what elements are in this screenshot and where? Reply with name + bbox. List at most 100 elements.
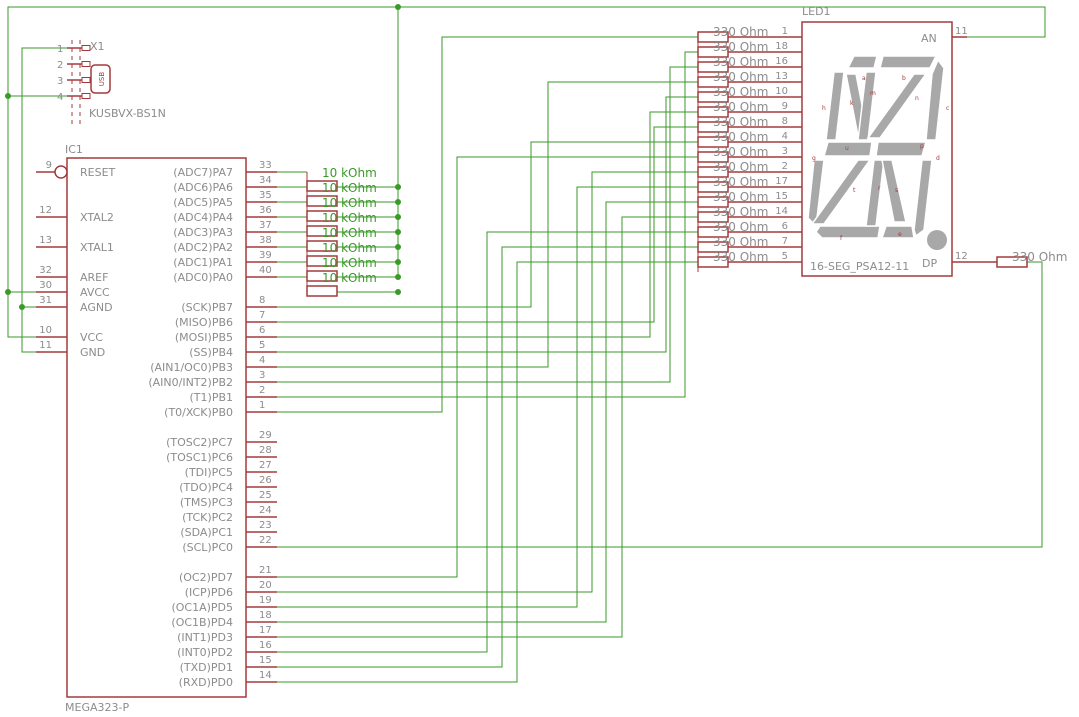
ic1-pin-number: 35	[259, 190, 272, 201]
signal-route	[277, 66, 698, 383]
ic1-pin-number: 26	[259, 475, 272, 486]
segment-c	[925, 58, 945, 141]
signal-route	[277, 126, 698, 323]
led1-pin-number: 17	[775, 176, 788, 187]
segment-t	[810, 159, 872, 225]
segment-resistor-label: 330 Ohm	[713, 145, 768, 159]
ic1-pin-label: (SS)PB4	[189, 346, 233, 359]
pullup-resistor-label: 10 kOhm	[322, 181, 377, 195]
segment-p	[875, 141, 927, 157]
segment-b	[879, 55, 938, 69]
ic1-pin-number: 21	[259, 565, 272, 576]
ic1-pin-number: 4	[259, 355, 265, 366]
ic1-pin-number: 28	[259, 445, 272, 456]
signal-route	[277, 81, 698, 368]
segment-letter: a	[862, 75, 866, 82]
ic1-pin-label: (T1)PB1	[190, 391, 233, 404]
ic1-pin-label: (OC2)PD7	[179, 571, 233, 584]
segment-resistor-label: 330 Ohm	[713, 100, 768, 114]
ic1-pin-number: 10	[39, 325, 52, 336]
ic1-body	[66, 157, 247, 698]
pullup-resistor-label: 10 kOhm	[322, 271, 377, 285]
ic1-pin-label: (ADC0)PA0	[173, 271, 233, 284]
ic1-pin-number: 39	[259, 250, 272, 261]
x1-pin-socket	[81, 77, 91, 83]
ic1-pin-number: 7	[259, 310, 265, 321]
ic1-pin-label: (MISO)PB6	[175, 316, 233, 329]
signal-route	[277, 141, 698, 308]
led1-pin-number: 2	[782, 161, 788, 172]
ic1-pin-label: (ADC4)PA4	[173, 211, 233, 224]
segment-letter: r	[878, 185, 881, 192]
junction	[395, 229, 401, 235]
ic1-pin-label: (SCL)PC0	[182, 541, 233, 554]
signal-route	[277, 231, 698, 653]
ic1-pin-number: 20	[259, 580, 272, 591]
ic1-pin-number: 24	[259, 505, 272, 516]
ic1-pin-number: 36	[259, 205, 272, 216]
ic1-pin-label: GND	[80, 346, 105, 359]
segment-letter: k	[850, 100, 854, 107]
segment-resistor-label: 330 Ohm	[713, 190, 768, 204]
segment-g	[807, 159, 825, 228]
ic1-pin-label: (ADC1)PA1	[173, 256, 233, 269]
segment-resistor-label: 330 Ohm	[713, 55, 768, 69]
ic1-pin-label: (ADC7)PA7	[173, 166, 233, 179]
led1-pin-number: 8	[782, 116, 788, 127]
signal-route	[277, 36, 698, 413]
ic1-pin-number: 13	[39, 235, 52, 246]
segment-letter: p	[920, 143, 924, 150]
ic1-pin-label: (OC1B)PD4	[171, 616, 233, 629]
segment-resistor-label: 330 Ohm	[713, 115, 768, 129]
junction	[395, 244, 401, 250]
segment-resistor-label: 330 Ohm	[713, 25, 768, 39]
segment-letter: e	[898, 231, 902, 238]
led1-pin-number: 13	[775, 71, 788, 82]
ic1-pin-number: 12	[39, 205, 52, 216]
segment-r	[865, 159, 885, 227]
ic1-pin-number: 5	[259, 340, 265, 351]
junction	[395, 214, 401, 220]
junction	[5, 93, 11, 99]
segment-n	[866, 73, 928, 139]
ic1-value: MEGA323-P	[65, 701, 129, 714]
ic1-pin-number: 30	[39, 280, 52, 291]
junction	[395, 274, 401, 280]
ic1-pin-label: XTAL2	[80, 211, 114, 224]
ic1-pin-label: (SDA)PC1	[180, 526, 233, 539]
dp-route	[277, 261, 1043, 548]
segment-letter: m	[870, 90, 876, 97]
segment-letter: h	[822, 105, 826, 112]
vcc-top-bus	[7, 6, 1046, 96]
segment-resistor-label: 330 Ohm	[713, 205, 768, 219]
segment-h	[825, 71, 845, 141]
ic1-pin-number: 37	[259, 220, 272, 231]
signal-route	[277, 171, 698, 593]
signal-route	[277, 261, 698, 683]
junction	[395, 184, 401, 190]
ic1-pin-label: RESET	[80, 166, 116, 179]
reset-inversion-bubble	[54, 165, 68, 179]
ic1-pin-number: 2	[259, 385, 265, 396]
segment-resistor-label: 330 Ohm	[713, 130, 768, 144]
x1-value: KUSBVX-BS1N	[89, 107, 166, 120]
led1-pin-number: 1	[782, 26, 788, 37]
pullup-resistor-label: 10 kOhm	[322, 226, 377, 240]
junction	[19, 304, 25, 310]
segment-resistor-label: 330 Ohm	[713, 70, 768, 84]
ic1-right-pins: 33(ADC7)PA734(ADC6)PA635(ADC5)PA536(ADC4…	[148, 160, 277, 689]
ic1-name: IC1	[65, 143, 83, 156]
pullup-resistor-label: 10 kOhm	[322, 241, 377, 255]
led1-segments	[807, 55, 945, 239]
ic1-pin-label: (TCK)PC2	[182, 511, 233, 524]
signal-route	[277, 246, 698, 668]
x1-pin-number: 4	[57, 92, 63, 103]
ic1-pin-number: 8	[259, 295, 265, 306]
ic1-pin-number: 29	[259, 430, 272, 441]
ic1-pin-label: (SCK)PB7	[181, 301, 233, 314]
ic1-pin-number: 16	[259, 640, 272, 651]
ic1-pin-label: AREF	[80, 271, 108, 284]
segment-resistor-label: 330 Ohm	[713, 250, 768, 264]
segment-resistor-label: 330 Ohm	[713, 220, 768, 234]
